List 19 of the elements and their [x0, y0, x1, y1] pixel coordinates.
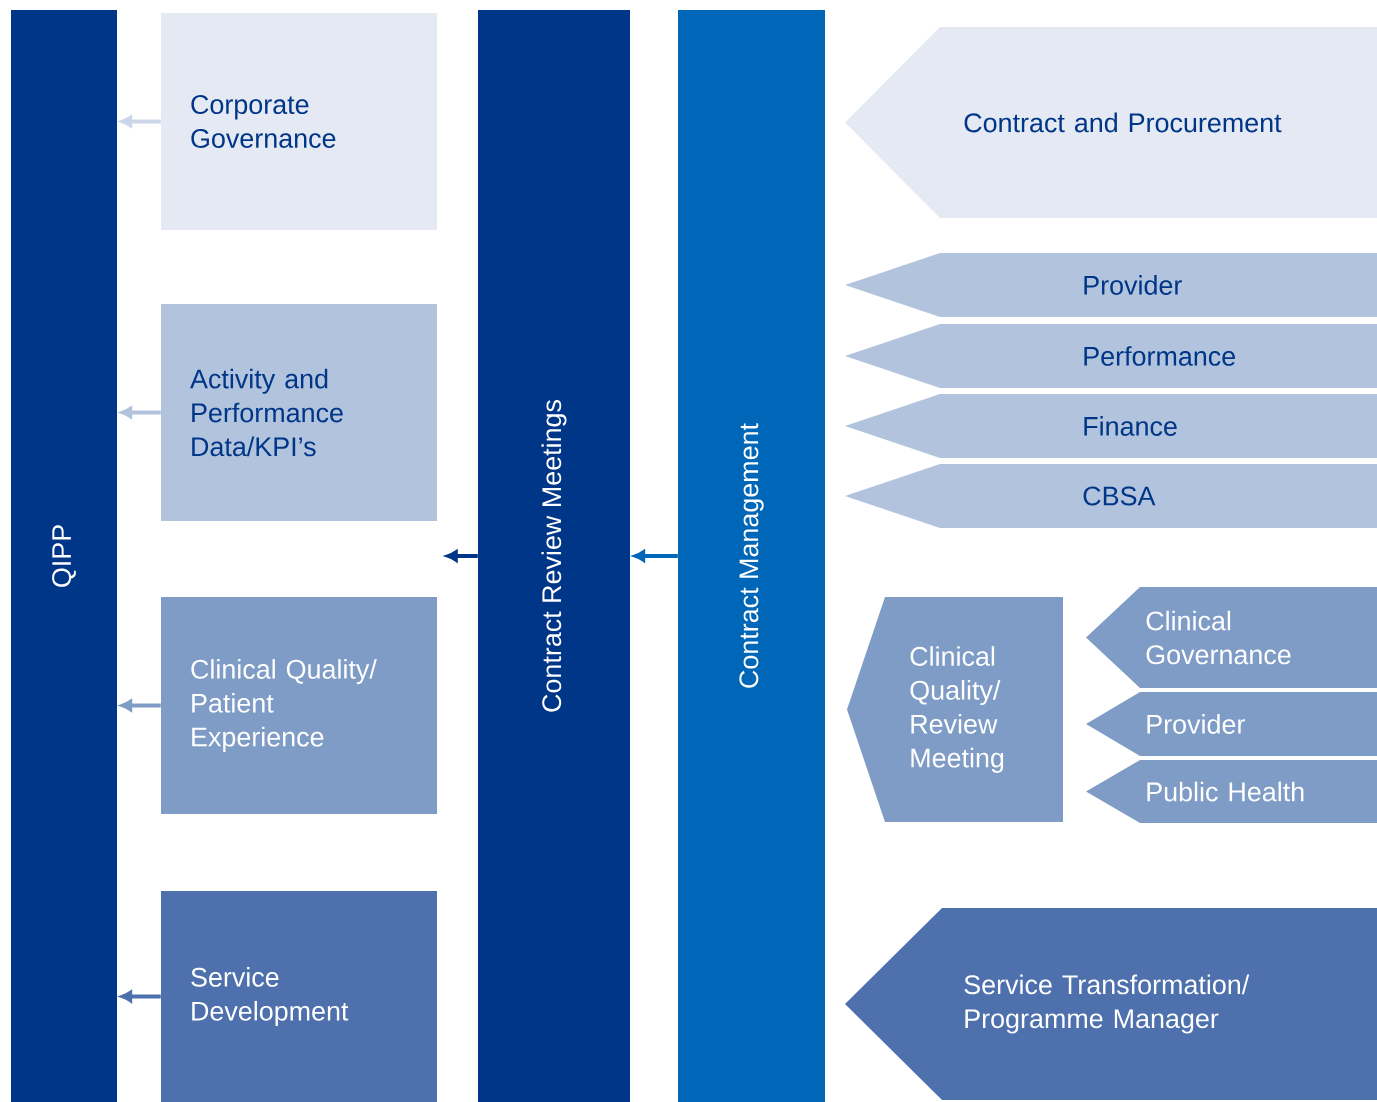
chevron-banner: Contract and Procurement [845, 27, 1377, 218]
chevron-banner: Clinical Governance [1086, 587, 1377, 688]
chevron-banner: Provider [845, 253, 1377, 317]
chevron-banner: Service Transformation/ Programme Manager [845, 908, 1377, 1100]
chevron-banner: CBSA [845, 464, 1377, 528]
chevron-banner: Provider [1086, 692, 1377, 756]
process-box: Service Development [161, 891, 437, 1102]
column-bar: Contract Management [678, 10, 825, 1102]
arrow [633, 550, 678, 562]
column-bar: Contract Review Meetings [478, 10, 630, 1102]
chevron-banner: Performance [845, 324, 1377, 388]
arrow [446, 550, 478, 562]
process-box: Clinical Quality/ Patient Experience [161, 597, 437, 814]
process-box: Activity and Performance Data/KPI’s [161, 304, 437, 521]
chevron-banner: Finance [845, 394, 1377, 458]
process-box: Corporate Governance [161, 13, 437, 230]
chevron-banner: Clinical Quality/ Review Meeting [847, 597, 1063, 822]
column-bar: QIPP [11, 10, 117, 1102]
chevron-banner: Public Health [1086, 760, 1377, 823]
